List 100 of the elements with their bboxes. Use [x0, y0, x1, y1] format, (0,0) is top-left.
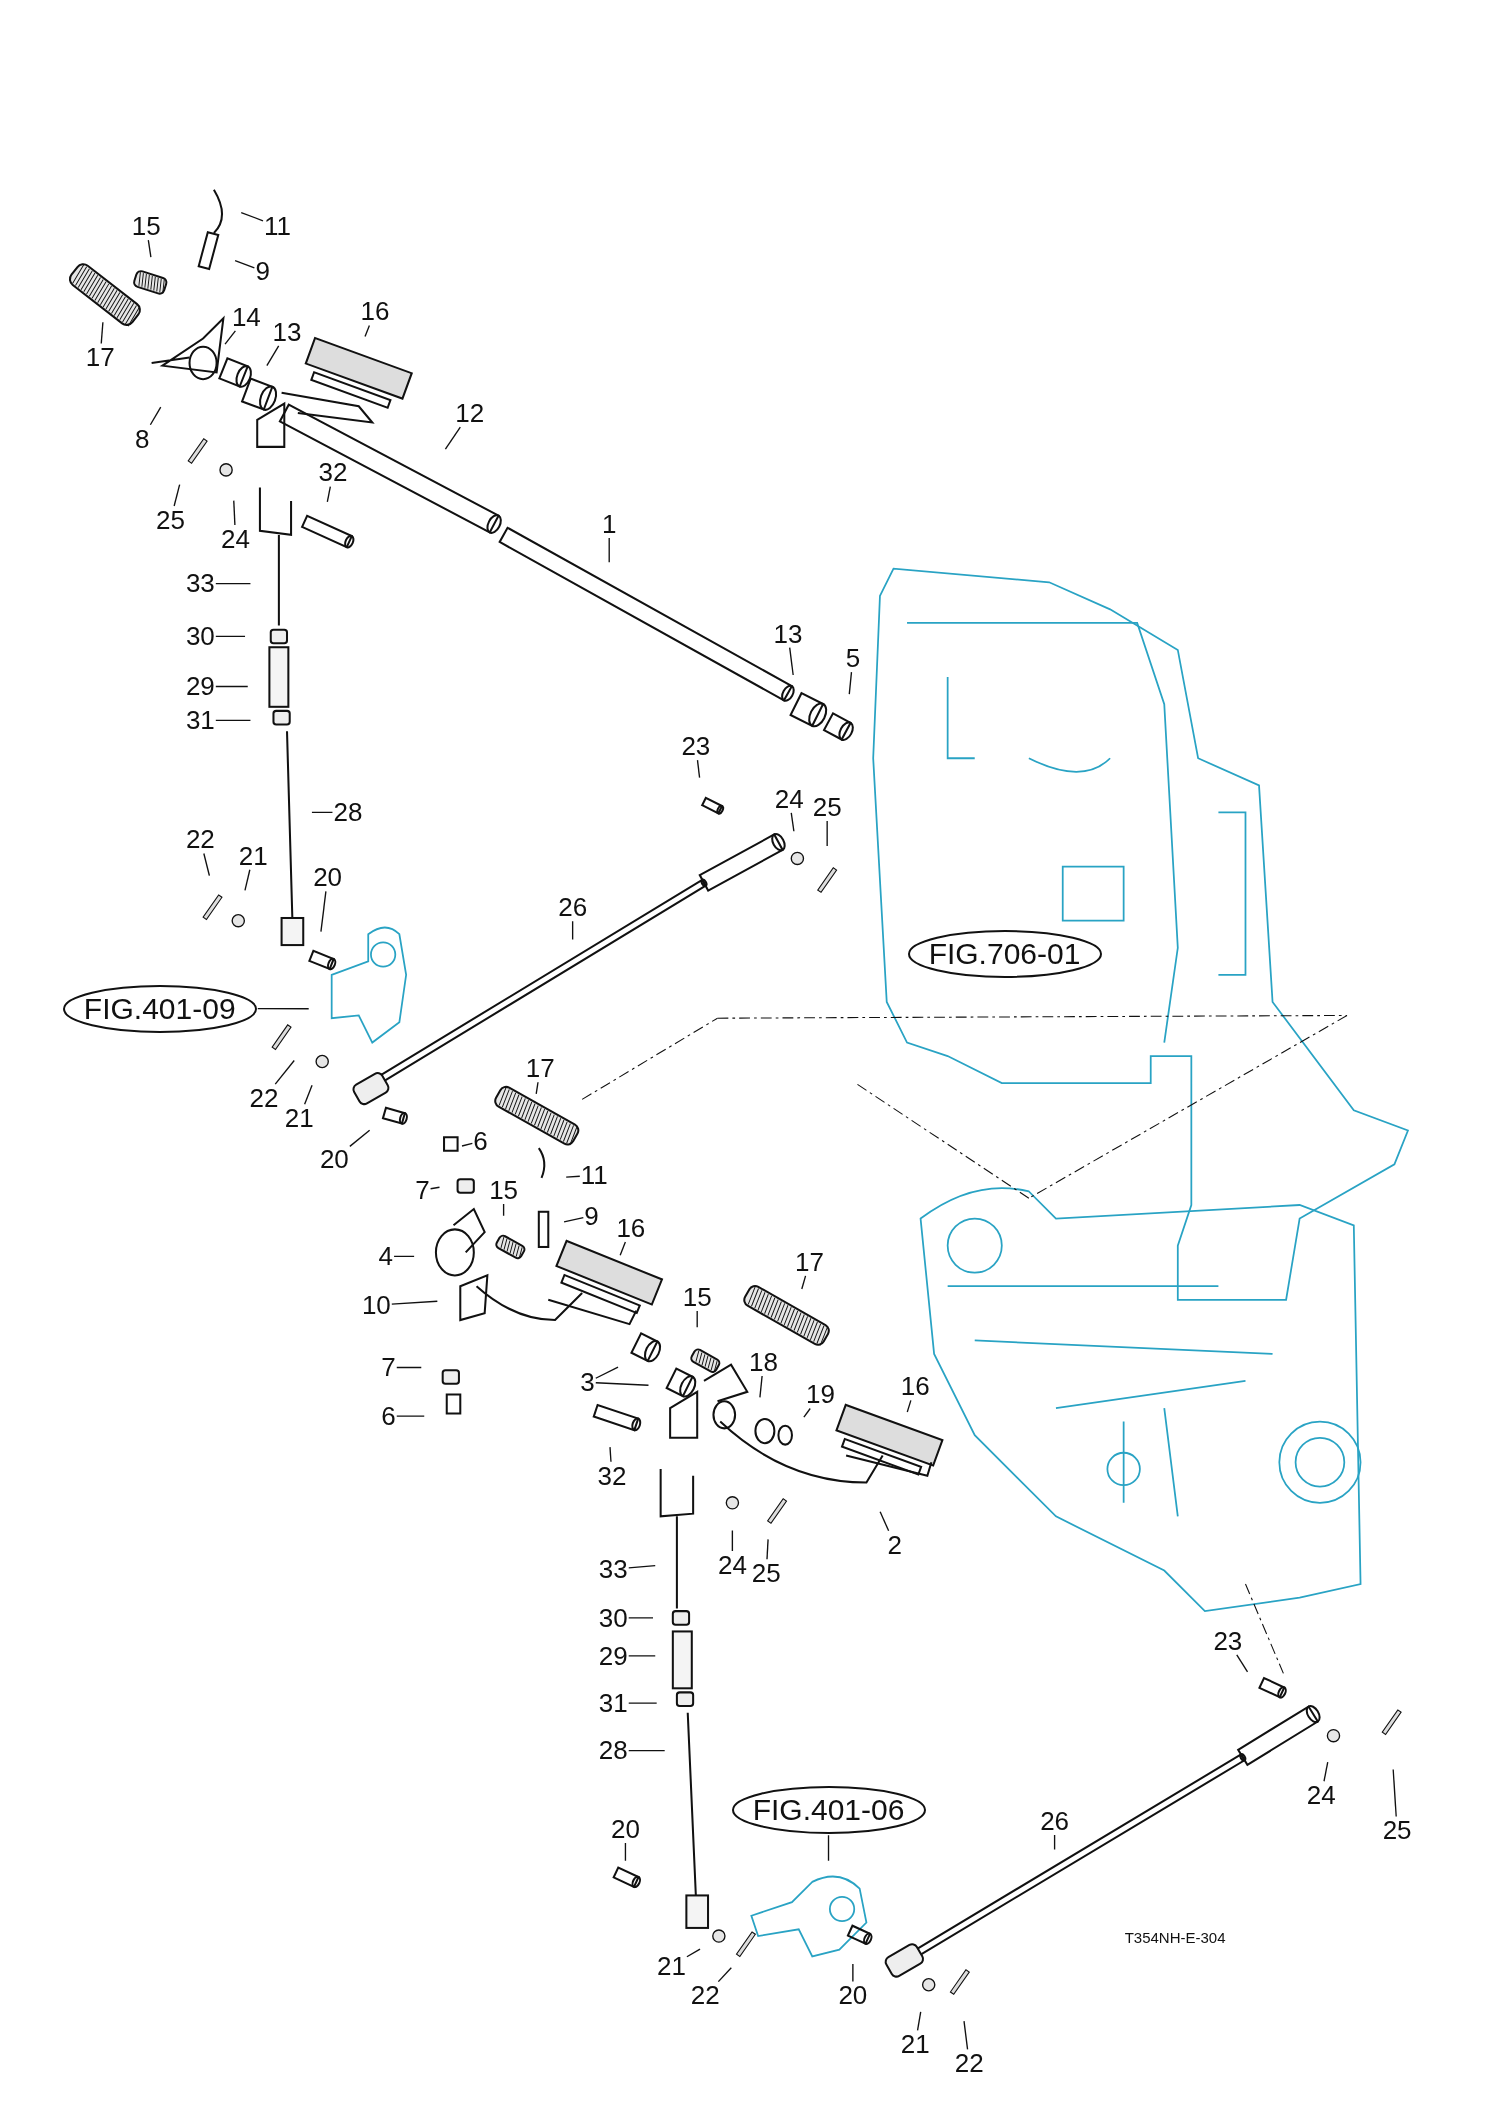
leader-line [826, 820, 828, 847]
callout-number: 15 [681, 1282, 713, 1311]
leader-line [396, 1415, 425, 1417]
leader-line [696, 1310, 698, 1328]
callout-number: 6 [472, 1127, 489, 1156]
callout-number: 21 [283, 1104, 315, 1133]
callout-number: 28 [332, 798, 364, 827]
callout-number: 22 [689, 1981, 721, 2010]
callout-number: 25 [750, 1559, 782, 1588]
figure-reference: FIG.401-06 [730, 1785, 927, 1835]
callout-number: 25 [811, 792, 843, 821]
callout-number: 12 [454, 398, 486, 427]
callout-number: 22 [953, 2049, 985, 2078]
callout-number: 24 [773, 784, 805, 813]
figure-reference: FIG.401-09 [61, 983, 258, 1034]
leader-line [686, 1948, 701, 1958]
leader-line [571, 920, 574, 941]
callout-number: 18 [748, 1347, 779, 1376]
callout-number: 24 [716, 1550, 748, 1579]
leader-line [916, 2011, 922, 2032]
leader-line [244, 869, 251, 891]
callout-number: 17 [84, 343, 116, 372]
callout-number: 13 [271, 317, 303, 346]
leader-line [827, 1834, 830, 1862]
callout-number: 3 [579, 1368, 596, 1397]
leader-line [790, 812, 795, 832]
callout-number: 21 [656, 1951, 687, 1980]
callout-number: 1 [600, 509, 618, 538]
callout-number: 15 [130, 212, 162, 241]
leader-line [801, 1275, 807, 1290]
leader-line [696, 759, 701, 779]
callout-number: 6 [380, 1402, 397, 1431]
callout-number: 10 [360, 1291, 392, 1320]
callout-number: 32 [596, 1461, 628, 1490]
leader-line [274, 1059, 295, 1085]
callout-number: 4 [377, 1242, 395, 1271]
leader-line [624, 1842, 627, 1862]
leader-line [789, 647, 794, 676]
callout-number: 16 [359, 297, 391, 326]
leader-line [1323, 1761, 1329, 1782]
callout-number: 29 [184, 672, 216, 701]
leader-line [173, 483, 181, 507]
leader-line [303, 1084, 313, 1106]
callout-number: 11 [579, 1161, 609, 1190]
callout-number: 30 [597, 1603, 629, 1632]
leader-line [429, 1186, 441, 1190]
callout-number: 31 [184, 706, 216, 735]
callout-number: 17 [524, 1054, 556, 1083]
drawing-code: T354NH-E-304 [1124, 1928, 1226, 1946]
callout-number: 33 [184, 569, 216, 598]
leader-line [224, 330, 237, 345]
leader-line [963, 2020, 969, 2050]
callout-number: 31 [597, 1689, 629, 1718]
leader-line [364, 324, 371, 338]
leader-line [731, 1529, 734, 1552]
callout-number: 30 [184, 622, 216, 651]
leader-line [502, 1203, 505, 1217]
callout-number: 26 [1039, 1806, 1071, 1835]
leader-line [717, 1967, 732, 1983]
callout-number: 23 [1212, 1626, 1244, 1655]
callout-number: 19 [804, 1380, 836, 1409]
leader-line [1392, 1768, 1397, 1818]
callout-number: 5 [844, 643, 862, 672]
callout-number: 20 [312, 863, 344, 892]
callout-number: 20 [610, 1814, 641, 1843]
leader-line [628, 1564, 656, 1569]
callout-number: 25 [1381, 1816, 1413, 1845]
leader-line [608, 537, 610, 564]
leader-line [215, 635, 246, 638]
callout-number: 7 [414, 1175, 431, 1204]
callout-number: 21 [899, 2030, 931, 2059]
leader-line [233, 499, 236, 526]
leader-line [215, 685, 249, 688]
leader-line [565, 1175, 581, 1178]
leader-line [766, 1538, 769, 1560]
callout-number: 32 [317, 458, 349, 487]
callout-number: 17 [794, 1247, 825, 1276]
callout-number: 15 [488, 1175, 520, 1204]
callout-number: 16 [615, 1213, 647, 1242]
callout-number: 9 [254, 256, 271, 285]
callout-number: 22 [248, 1083, 280, 1112]
leader-line [563, 1216, 585, 1223]
leader-line [1236, 1654, 1249, 1673]
callout-number: 20 [837, 1981, 869, 2010]
leader-line [149, 406, 162, 426]
callout-number: 28 [597, 1736, 629, 1765]
leader-line [320, 890, 327, 933]
callout-number: 24 [220, 524, 251, 553]
leader-line [266, 345, 280, 367]
leader-line [852, 1963, 854, 1983]
leader-line [628, 1617, 654, 1619]
callout-number: 2 [886, 1530, 904, 1559]
leader-line [461, 1142, 474, 1147]
leader-line [393, 1255, 415, 1258]
leader-line [349, 1129, 371, 1148]
callout-number: 9 [583, 1201, 600, 1230]
leader-line [609, 1446, 612, 1463]
figure-reference: FIG.706-01 [906, 929, 1103, 980]
callout-number: 21 [237, 841, 269, 870]
leader-line [628, 1702, 658, 1704]
